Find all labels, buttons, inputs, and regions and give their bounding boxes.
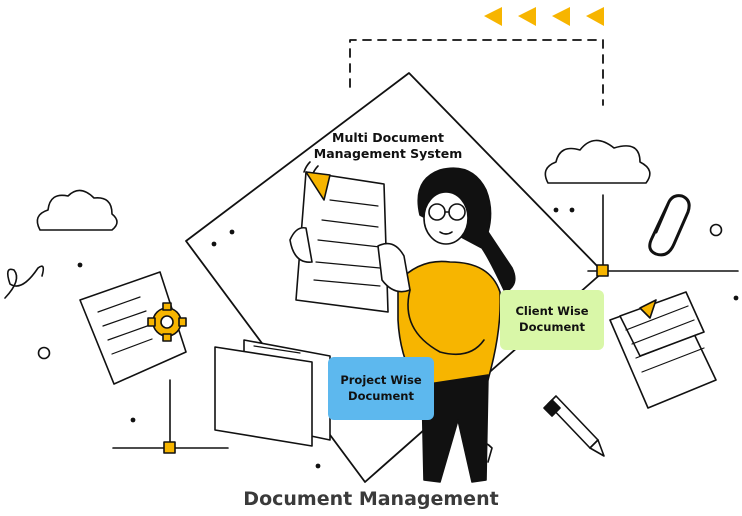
folder-icon <box>214 339 331 447</box>
hand-left <box>289 226 313 263</box>
diagram-heading: Multi Document Management System <box>313 130 463 161</box>
client-wise-badge: Client Wise Document <box>515 304 589 334</box>
project-wise-badge: Project Wise Document <box>340 372 422 403</box>
cloud-icon <box>544 139 651 184</box>
gear-icon <box>147 302 187 342</box>
glasses-icon <box>428 203 446 221</box>
caption: Document Management <box>243 488 499 510</box>
dashed-connector <box>349 39 604 106</box>
document-icon <box>79 271 187 385</box>
arrow-left-icon <box>484 7 604 26</box>
document-icon <box>295 171 389 313</box>
hand-right <box>377 242 411 293</box>
person-arm <box>407 289 485 356</box>
cloud-icon <box>36 189 118 231</box>
paperclip-icon <box>648 194 691 257</box>
pen-icon <box>543 395 605 457</box>
person-pants <box>421 374 489 483</box>
